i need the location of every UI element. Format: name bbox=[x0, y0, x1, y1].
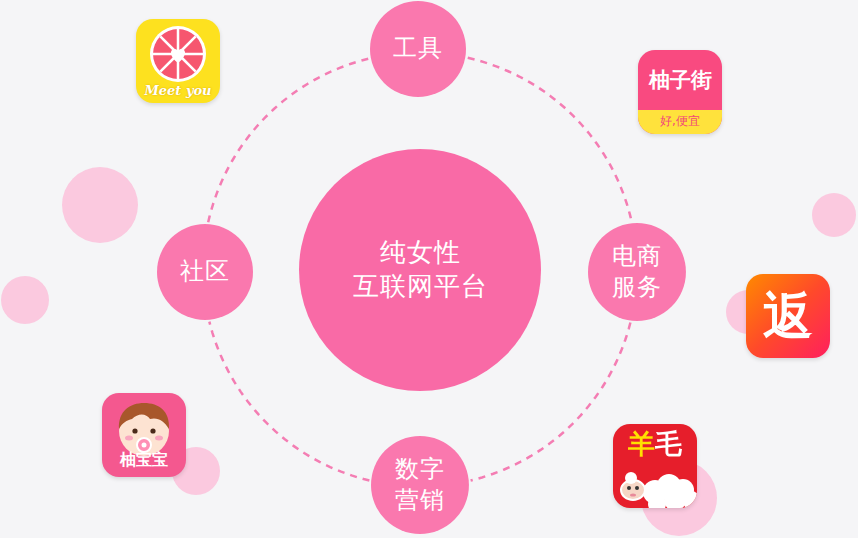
feature-circle: 社区 bbox=[157, 224, 253, 320]
app-name: Meet you bbox=[144, 83, 211, 98]
circle-label: 纯女性 互联网平台 bbox=[353, 236, 488, 304]
sheep-wool bbox=[643, 474, 697, 508]
app-icon: Meet you bbox=[136, 19, 220, 103]
sheep-nose bbox=[630, 493, 636, 496]
deco-bubble bbox=[1, 276, 49, 324]
deco-bubble bbox=[812, 193, 856, 237]
circle-fill bbox=[299, 149, 541, 391]
sheep-tuft bbox=[625, 472, 637, 484]
app-name: 返 bbox=[763, 291, 813, 341]
feature-circle: 数字 营销 bbox=[371, 436, 469, 534]
app-name: 羊毛 bbox=[628, 429, 682, 459]
circle-fill bbox=[588, 223, 686, 321]
deco-bubble bbox=[62, 167, 138, 243]
app-icon: 羊毛 bbox=[613, 424, 697, 508]
fruit-segments bbox=[153, 29, 203, 79]
baby-eye bbox=[132, 428, 137, 433]
fruit-flesh bbox=[153, 29, 203, 79]
baby-cheek bbox=[155, 436, 163, 441]
circle-label: 工具 bbox=[393, 33, 443, 64]
circle-label: 数字 营销 bbox=[395, 454, 445, 516]
pacifier bbox=[137, 438, 151, 452]
app-icon: 返 bbox=[746, 274, 830, 358]
sheep-eye bbox=[635, 486, 639, 490]
pacifier-dot bbox=[142, 443, 147, 448]
feature-circle: 工具 bbox=[370, 1, 466, 97]
fruit-rim bbox=[150, 26, 206, 82]
circle-fill bbox=[371, 436, 469, 534]
heart bbox=[171, 49, 185, 63]
circle-label: 社区 bbox=[180, 256, 230, 287]
app-icon: 柚宝宝 bbox=[102, 393, 186, 477]
baby-hair bbox=[119, 403, 169, 429]
app-name: 好,便宜 bbox=[638, 110, 722, 134]
app-icon: 柚子街好,便宜 bbox=[638, 50, 722, 134]
circle-label: 电商 服务 bbox=[612, 241, 662, 303]
circle-fill bbox=[157, 224, 253, 320]
feature-circle: 电商 服务 bbox=[588, 223, 686, 321]
baby-cheek bbox=[125, 436, 133, 441]
circle-shape bbox=[299, 149, 541, 391]
center-circle: 纯女性 互联网平台 bbox=[299, 149, 541, 391]
circle-shape bbox=[371, 436, 469, 534]
circle-fill bbox=[370, 1, 466, 97]
circle-shape bbox=[588, 223, 686, 321]
app-name: 柚子街 bbox=[649, 66, 712, 94]
app-name: 柚宝宝 bbox=[120, 450, 168, 471]
baby-eye bbox=[150, 428, 155, 433]
sheep-eye bbox=[627, 486, 631, 490]
